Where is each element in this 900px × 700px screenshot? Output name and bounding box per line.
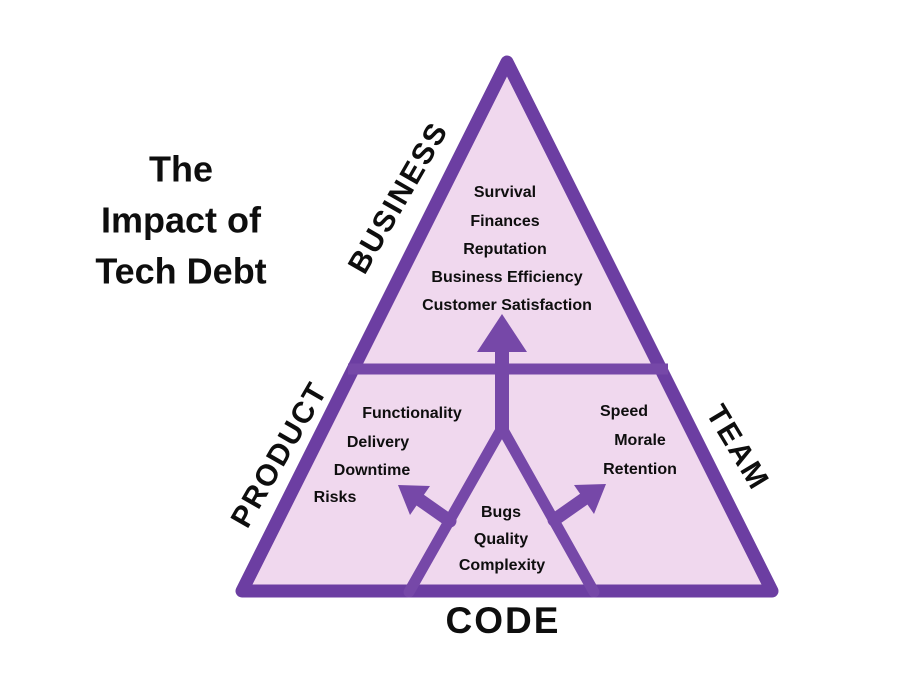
business-item: Customer Satisfaction (422, 297, 592, 314)
title-line: Impact of (100, 199, 262, 241)
business-item: Finances (470, 213, 540, 230)
diagram-title: The Impact of Tech Debt (95, 144, 266, 297)
business-item: Reputation (463, 241, 547, 258)
product-item: Delivery (346, 434, 410, 451)
product-item: Downtime (333, 462, 411, 479)
title-line: The (148, 148, 214, 190)
team-item: Morale (614, 432, 666, 449)
title-line: Tech Debt (95, 250, 267, 292)
business-item: Business Efficiency (431, 269, 583, 286)
code-item: Quality (473, 531, 529, 548)
edge-label-code: CODE (445, 600, 561, 641)
up-arrow-icon (477, 314, 527, 432)
team-item: Speed (599, 403, 649, 420)
team-item: Retention (603, 461, 677, 478)
code-item: Complexity (458, 557, 546, 574)
business-item: Survival (473, 184, 537, 201)
code-item: Bugs (481, 504, 521, 521)
left-arrow-icon (398, 485, 457, 528)
product-item: Functionality (362, 405, 462, 422)
right-arrow-icon (547, 484, 606, 527)
product-item: Risks (313, 489, 357, 506)
